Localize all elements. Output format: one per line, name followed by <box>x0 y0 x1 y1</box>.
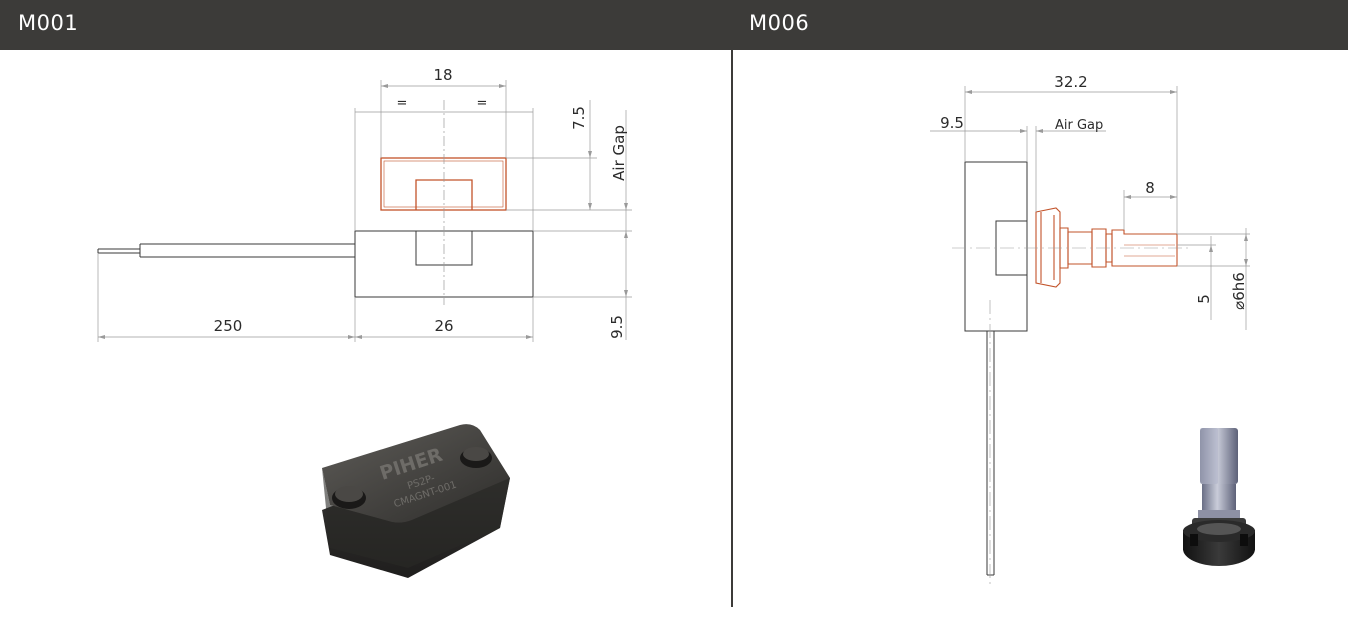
dim-m006-flat-height: 5 <box>1195 294 1213 304</box>
panel-divider <box>731 50 733 607</box>
dim-m006-air-gap: Air Gap <box>1055 118 1103 133</box>
dim-m001-air-gap: Air Gap <box>610 125 628 181</box>
dim-m001-body-width: 26 <box>434 317 453 335</box>
m001-magnet-outline <box>380 157 507 211</box>
dim-m006-shaft-length: 8 <box>1145 179 1155 197</box>
m006-magnet-outline <box>1035 207 1178 288</box>
m006-drawing: 32.2 9.5 Air Gap 8 5 ⌀6h6 <box>930 73 1250 585</box>
m006-body <box>964 161 1028 576</box>
dim-m006-shaft-diameter: ⌀6h6 <box>1230 272 1248 310</box>
panel-title-m006: M006 <box>749 11 810 35</box>
dim-m001-eq-left: = <box>397 96 408 111</box>
m001-cable <box>97 243 355 258</box>
m001-product-image: PIHER PS2P- CMAGNT-001 <box>322 424 510 578</box>
dim-m001-cable-length: 250 <box>214 317 243 335</box>
dim-m006-body-thickness: 9.5 <box>940 114 964 132</box>
dim-m006-total-length: 32.2 <box>1054 73 1087 91</box>
header-bar: M001 M006 <box>0 0 1348 50</box>
dim-m001-body-height: 9.5 <box>608 315 626 339</box>
m001-drawing: 18 = = 7.5 Air Gap 250 26 9.5 <box>97 66 632 342</box>
dim-m001-eq-right: = <box>477 96 488 111</box>
dim-m001-height-top: 7.5 <box>570 106 588 130</box>
dim-m001-top-width: 18 <box>433 66 452 84</box>
m006-product-image <box>1183 428 1255 566</box>
panel-title-m001: M001 <box>18 11 79 35</box>
